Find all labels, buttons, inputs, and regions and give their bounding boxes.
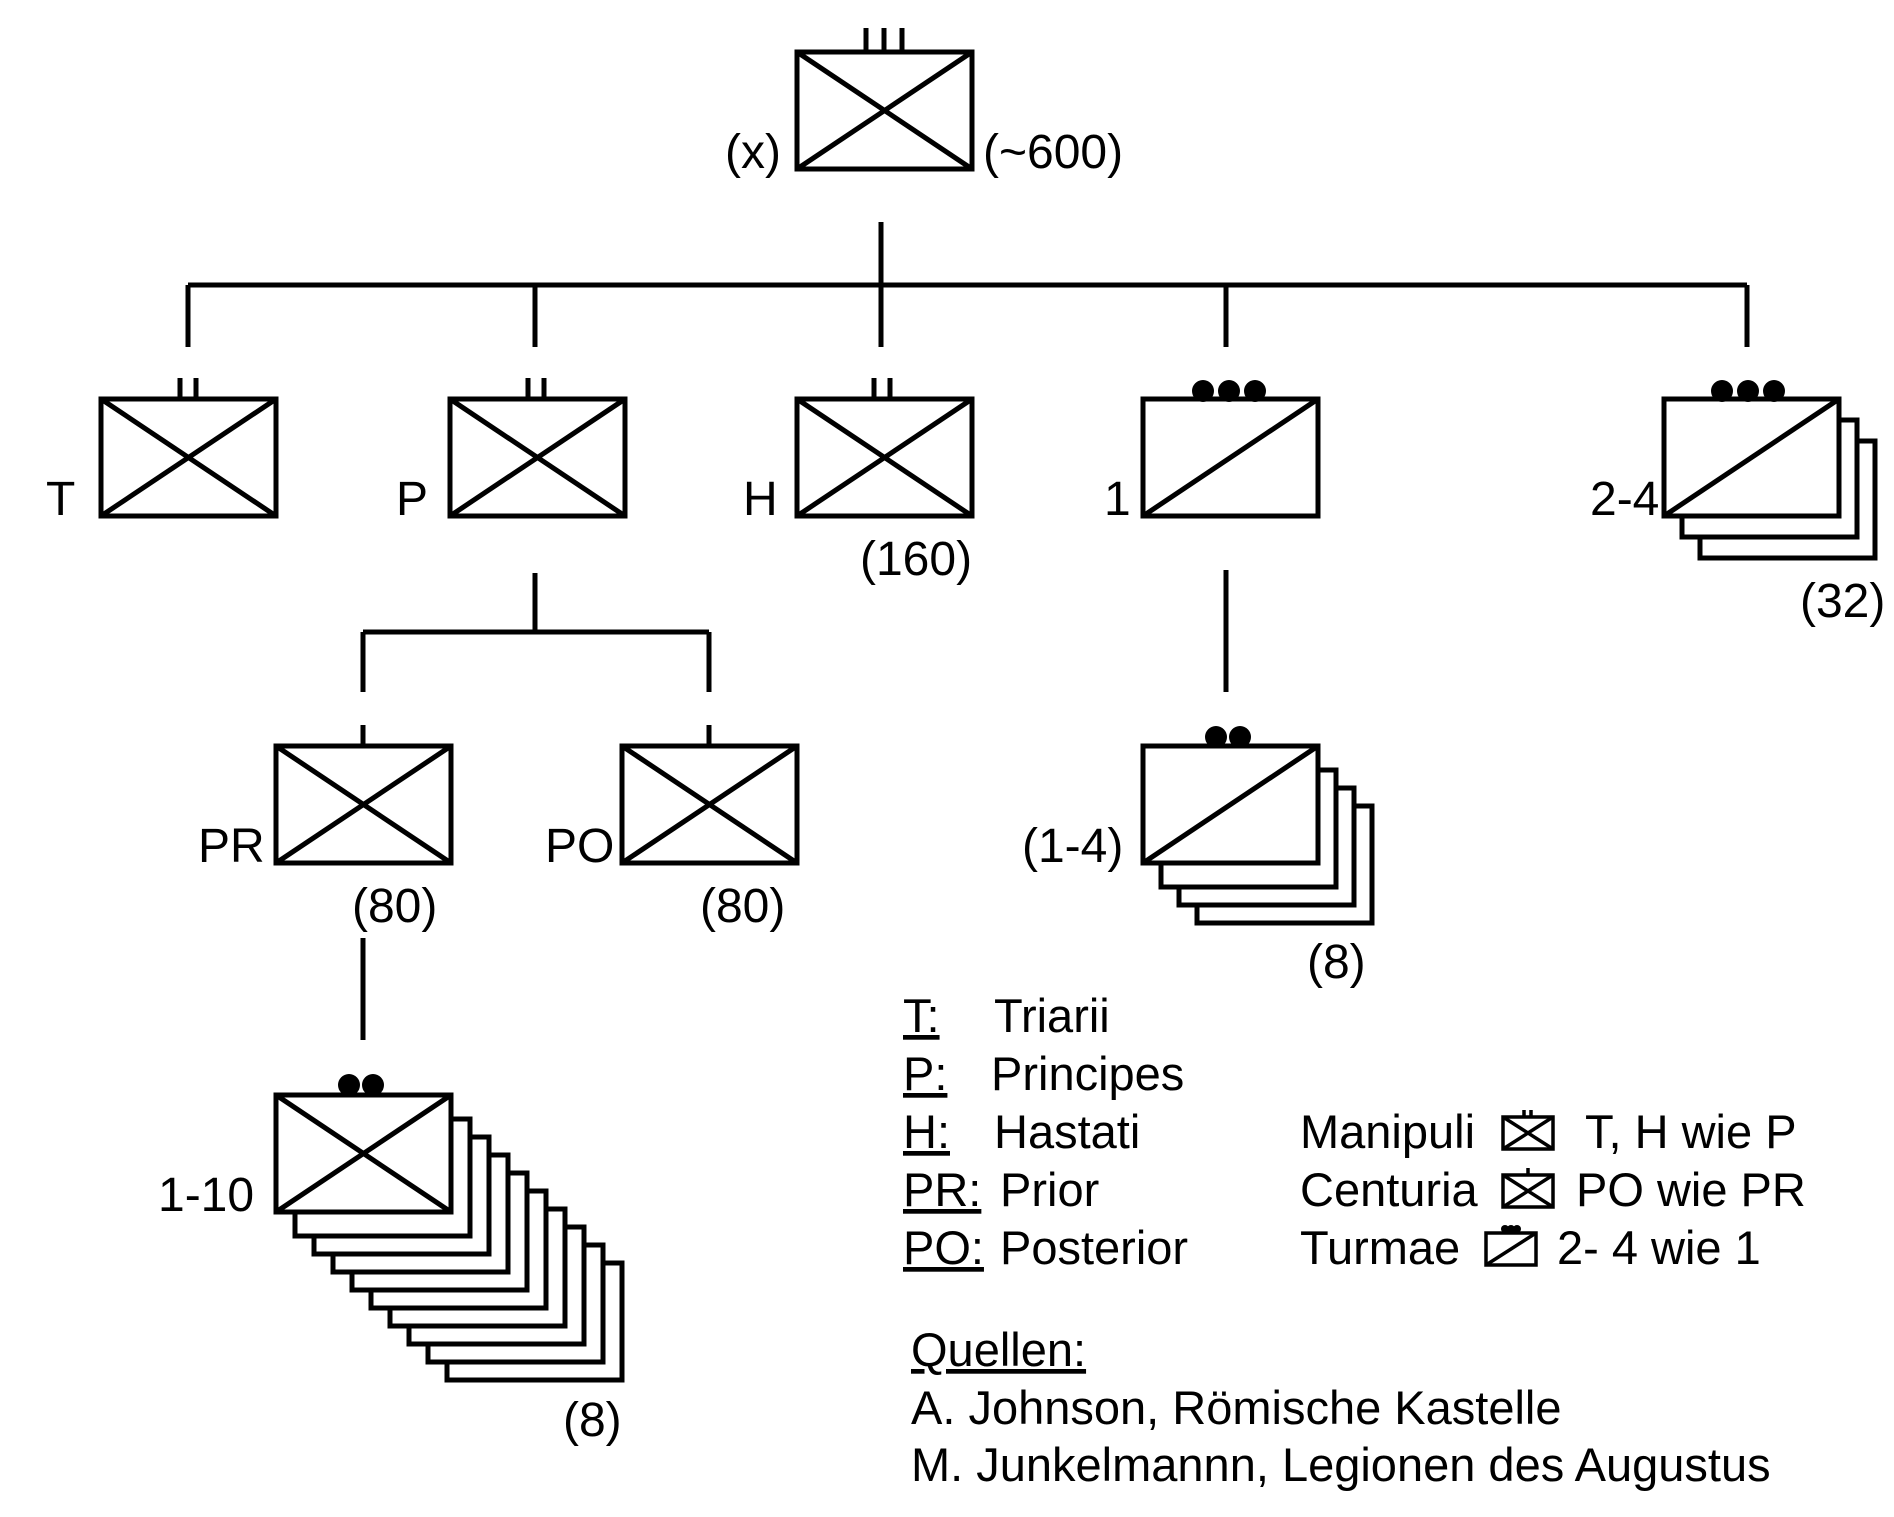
legend-unit-manipuli: Manipuli T, H wie P bbox=[1300, 1105, 1797, 1158]
turmae-2-4-strength: (32) bbox=[1800, 575, 1885, 628]
decuriae-node: (1-4) (8) bbox=[1022, 726, 1375, 989]
legend-row-principes: P: Principes bbox=[903, 1047, 1184, 1100]
turma-symbol-icon bbox=[1484, 1225, 1538, 1267]
rank-dot bbox=[1229, 726, 1251, 748]
sources-heading: Quellen: bbox=[911, 1323, 1086, 1376]
legion-left-label: (x) bbox=[725, 126, 781, 179]
principes-node: P bbox=[396, 378, 628, 526]
legend-name: Principes bbox=[991, 1047, 1184, 1100]
rank-dot bbox=[1218, 380, 1240, 402]
legend-row-posterior: PO: Posterior bbox=[903, 1221, 1188, 1274]
triarii-node: T bbox=[46, 378, 279, 526]
centuria-symbol-icon bbox=[1501, 1168, 1555, 1209]
decuriae-strength: (8) bbox=[1307, 936, 1366, 989]
legend-name: Posterior bbox=[1000, 1221, 1188, 1274]
contubernia-label: 1-10 bbox=[158, 1169, 254, 1222]
manipulus-symbol-icon bbox=[1501, 1110, 1555, 1151]
principes-label: P bbox=[396, 473, 428, 526]
rank-dot bbox=[1763, 380, 1785, 402]
hastati-label: H bbox=[743, 473, 778, 526]
legend-unit-turmae: Turmae 2- 4 wie 1 bbox=[1300, 1221, 1761, 1274]
prior-label: PR bbox=[198, 820, 265, 873]
legend-unit-name: Turmae bbox=[1300, 1221, 1460, 1274]
connector-lines bbox=[185, 222, 1750, 1040]
legend-abbr: T: bbox=[903, 989, 940, 1042]
rank-dot bbox=[1737, 380, 1759, 402]
legend-unit-name: Centuria bbox=[1300, 1163, 1479, 1216]
turma-1-node: 1 bbox=[1104, 380, 1321, 526]
legend-abbr: PO: bbox=[903, 1221, 984, 1274]
legend-unit-note: 2- 4 wie 1 bbox=[1557, 1221, 1761, 1274]
legend-abbr: P: bbox=[903, 1047, 947, 1100]
turma-1-label: 1 bbox=[1104, 473, 1131, 526]
legend-abbr: H: bbox=[903, 1105, 950, 1158]
triarii-label: T bbox=[46, 473, 75, 526]
rank-dot bbox=[1711, 380, 1733, 402]
hastati-node: H (160) bbox=[743, 378, 975, 586]
prior-node: PR (80) bbox=[198, 725, 454, 933]
posterior-node: PO (80) bbox=[545, 725, 800, 933]
legend-unit-centuria: Centuria PO wie PR bbox=[1300, 1163, 1806, 1216]
legend-row-hastati: H: Hastati bbox=[903, 1105, 1140, 1158]
legend-row-prior: PR: Prior bbox=[903, 1163, 1099, 1216]
legend-name: Triarii bbox=[994, 989, 1110, 1042]
legend-units: Manipuli T, H wie P Centuria PO wie PR T… bbox=[1300, 1105, 1806, 1274]
source-item: A. Johnson, Römische Kastelle bbox=[911, 1381, 1562, 1434]
contubernia-strength: (8) bbox=[563, 1394, 622, 1447]
turmae-2-4-node: 2-4 (32) bbox=[1590, 380, 1885, 628]
contubernia-node: 1-10 (8) bbox=[158, 1074, 625, 1447]
legend-unit-name: Manipuli bbox=[1300, 1105, 1475, 1158]
decuriae-label: (1-4) bbox=[1022, 820, 1123, 873]
hastati-strength: (160) bbox=[860, 533, 972, 586]
rank-dot bbox=[1244, 380, 1266, 402]
rank-dot bbox=[1192, 380, 1214, 402]
prior-strength: (80) bbox=[352, 880, 437, 933]
rank-dot bbox=[362, 1074, 384, 1096]
legion-node: (x) (~600) bbox=[725, 28, 1123, 179]
legend-unit-note: PO wie PR bbox=[1576, 1163, 1806, 1216]
posterior-label: PO bbox=[545, 820, 614, 873]
rank-dot bbox=[1205, 726, 1227, 748]
legend-name: Prior bbox=[1000, 1163, 1099, 1216]
sources: Quellen: A. Johnson, Römische Kastelle M… bbox=[911, 1323, 1771, 1491]
posterior-strength: (80) bbox=[700, 880, 785, 933]
legion-strength: (~600) bbox=[983, 126, 1123, 179]
legend-name: Hastati bbox=[994, 1105, 1140, 1158]
legend-abbr: PR: bbox=[903, 1163, 981, 1216]
rank-dot bbox=[338, 1074, 360, 1096]
legend-abbreviations: T: Triarii P: Principes H: Hastati PR: P… bbox=[903, 989, 1188, 1274]
legend-row-triarii: T: Triarii bbox=[903, 989, 1110, 1042]
turmae-2-4-label: 2-4 bbox=[1590, 473, 1659, 526]
legend-unit-note: T, H wie P bbox=[1585, 1105, 1797, 1158]
source-item: M. Junkelmannn, Legionen des Augustus bbox=[911, 1438, 1771, 1491]
